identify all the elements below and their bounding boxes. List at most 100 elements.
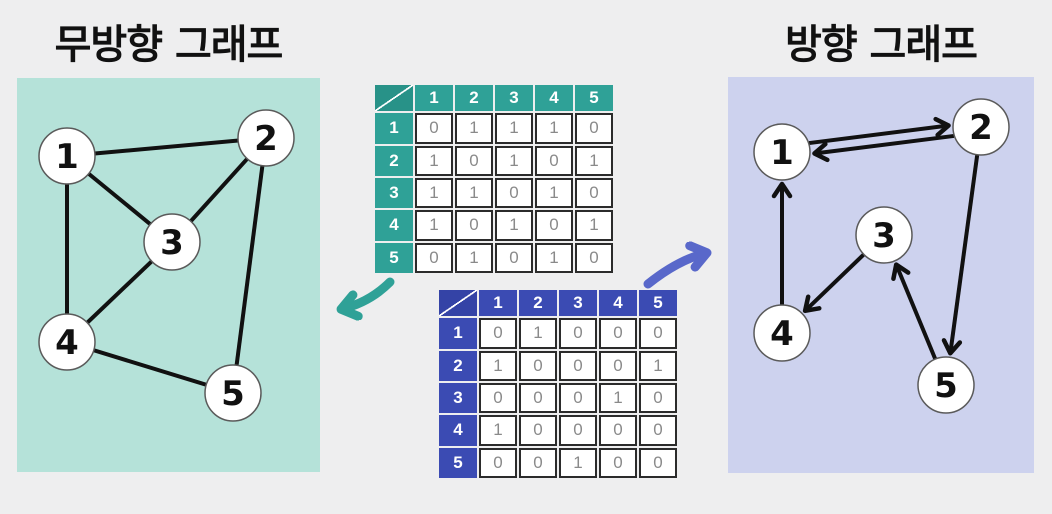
matrix-cell: 0 [495, 177, 533, 209]
curved-arrow-shaft [643, 253, 706, 289]
graph-edge [66, 340, 234, 395]
matrix-cell: 1 [479, 415, 517, 446]
matrix-col-header: 5 [575, 85, 613, 112]
node-label: 5 [934, 366, 958, 406]
matrix-cell: 0 [639, 415, 677, 446]
graph-edge [941, 154, 980, 356]
matrix-cell: 1 [455, 177, 493, 209]
directed-graph-drawing: 1 2 3 4 5 [753, 98, 1010, 414]
node-label: 3 [160, 223, 184, 263]
matrix-corner-cell [375, 85, 413, 112]
matrix-cell: 0 [519, 382, 557, 414]
node-label: 4 [770, 314, 794, 354]
undirected-graph-drawing: 1 2 3 4 5 [38, 109, 295, 422]
matrix-row-header: 1 [375, 113, 413, 144]
node-label: 1 [770, 133, 794, 173]
graph-node [917, 356, 975, 414]
graph-node [204, 364, 262, 422]
matrix-row-header: 4 [375, 210, 413, 241]
matrix-col-header: 3 [559, 290, 597, 317]
matrix-cell: 0 [575, 242, 613, 273]
matrix-cell: 1 [455, 113, 493, 144]
graph-edge [231, 137, 268, 394]
directed-graph-panel: 1 2 3 4 5 [728, 77, 1034, 473]
curved-arrow-to-undirected-icon [320, 277, 395, 328]
graph-edge [808, 116, 951, 146]
matrix-cell: 0 [415, 113, 453, 144]
matrix-col-header: 2 [519, 290, 557, 317]
matrix-cell: 0 [559, 382, 597, 414]
matrix-corner-cell [439, 290, 477, 317]
matrix-cell: 1 [535, 242, 573, 273]
graph-edge [66, 136, 267, 158]
matrix-cell: 0 [639, 318, 677, 349]
matrix-col-header: 1 [479, 290, 517, 317]
graph-node [952, 98, 1010, 156]
matrix-cell: 1 [455, 242, 493, 273]
graph-edge [812, 133, 955, 163]
node-label: 2 [969, 108, 993, 148]
graph-node [237, 109, 295, 167]
matrix-cell: 1 [415, 210, 453, 241]
matrix-cell: 1 [479, 350, 517, 381]
matrix-cell: 1 [519, 318, 557, 349]
matrix-cell: 1 [415, 177, 453, 209]
matrix-cell: 1 [495, 210, 533, 241]
matrix-cell: 0 [599, 318, 637, 349]
matrix-cell: 0 [559, 350, 597, 381]
matrix-col-header: 3 [495, 85, 533, 112]
matrix-cell: 0 [415, 242, 453, 273]
matrix-row-header: 5 [439, 447, 477, 478]
matrix-cell: 1 [559, 447, 597, 478]
matrix-cell: 0 [495, 242, 533, 273]
matrix-cell: 0 [479, 382, 517, 414]
matrix-row-header: 2 [375, 145, 413, 176]
matrix-col-header: 5 [639, 290, 677, 317]
matrix-cell: 0 [519, 350, 557, 381]
directed-graph-title: 방향 그래프 [785, 22, 978, 68]
matrix-cell: 0 [559, 318, 597, 349]
matrix-col-header: 2 [455, 85, 493, 112]
matrix-cell: 0 [599, 415, 637, 446]
matrix-col-header: 4 [599, 290, 637, 317]
matrix-cell: 0 [639, 382, 677, 414]
matrix-cell: 0 [639, 447, 677, 478]
matrix-cell: 0 [535, 145, 573, 176]
matrix-col-header: 4 [535, 85, 573, 112]
matrix-cell: 0 [479, 447, 517, 478]
matrix-cell: 1 [639, 350, 677, 381]
undirected-graph-title: 무방향 그래프 [54, 22, 284, 68]
graph-edge [802, 252, 866, 314]
matrix-row-header: 5 [375, 242, 413, 273]
matrix-cell: 1 [495, 113, 533, 144]
matrix-cell: 0 [455, 145, 493, 176]
matrix-cell: 0 [575, 177, 613, 209]
curved-arrow-shaft [342, 277, 395, 309]
graph-node [38, 313, 96, 371]
matrix-row-header: 3 [439, 382, 477, 414]
graph-node [753, 123, 811, 181]
matrix-cell: 1 [535, 113, 573, 144]
matrix-row-header: 1 [439, 318, 477, 349]
matrix-cell: 0 [559, 415, 597, 446]
graph-node [855, 206, 913, 264]
matrix-cell: 1 [575, 210, 613, 241]
node-label: 2 [254, 119, 278, 159]
graph-node [143, 213, 201, 271]
node-label: 1 [55, 137, 79, 177]
matrix-cell: 0 [599, 350, 637, 381]
node-label: 4 [55, 323, 79, 363]
matrix-cell: 0 [479, 318, 517, 349]
matrix-col-header: 1 [415, 85, 453, 112]
undirected-graph-panel: 1 2 3 4 5 [17, 78, 320, 472]
matrix-cell: 0 [455, 210, 493, 241]
matrix-cell: 0 [575, 113, 613, 144]
matrix-row-header: 4 [439, 415, 477, 446]
node-label: 3 [872, 216, 896, 256]
node-label: 5 [221, 374, 245, 414]
curved-arrow-to-directed-icon [643, 238, 728, 289]
matrix-cell: 1 [415, 145, 453, 176]
